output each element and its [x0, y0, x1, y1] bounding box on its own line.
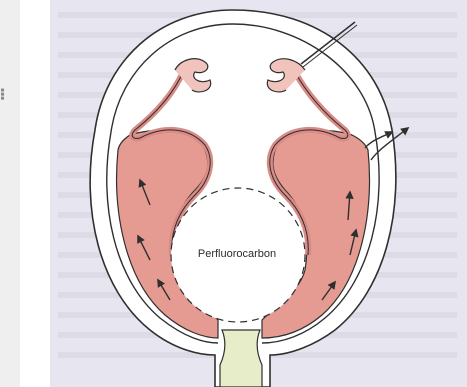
perfluorocarbon-label: Perfluorocarbon: [187, 248, 287, 260]
optic-nerve: [220, 330, 262, 387]
